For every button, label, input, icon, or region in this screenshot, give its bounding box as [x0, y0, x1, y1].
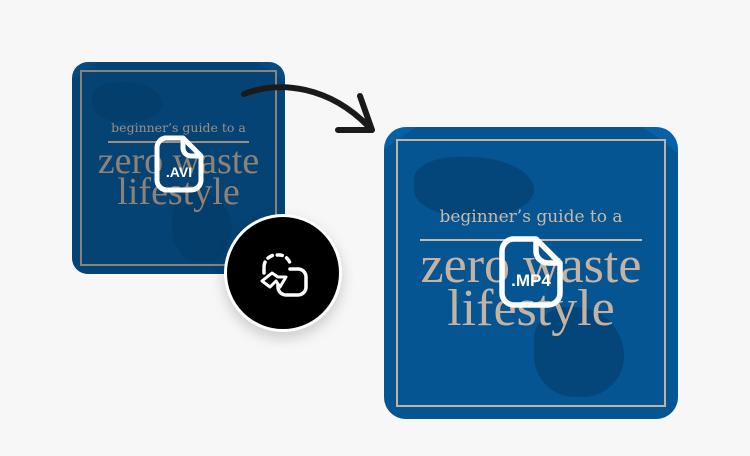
- convert-shape-icon: [260, 253, 308, 297]
- file-icon: .AVI: [153, 134, 205, 194]
- poster-title-line2: lifestyle: [447, 280, 615, 337]
- poster-frame: [396, 139, 666, 407]
- continent-shape: [414, 157, 534, 217]
- source-video-thumbnail: beginner’s guide to a zero waste lifesty…: [72, 62, 285, 274]
- target-video-thumbnail: beginner’s guide to a zero waste lifesty…: [384, 127, 678, 419]
- continent-shape: [534, 307, 624, 397]
- continent-shape: [172, 192, 232, 262]
- poster-frame: [80, 70, 277, 266]
- file-format-label: .AVI: [165, 164, 193, 180]
- file-icon: .MP4: [498, 235, 564, 309]
- poster-subtitle: beginner’s guide to a: [439, 207, 623, 227]
- hand-drawn-arrow-icon: [240, 76, 380, 141]
- poster-subtitle: beginner’s guide to a: [111, 120, 246, 135]
- poster-title-line1: zero waste: [97, 140, 260, 182]
- poster-title-line1: zero waste: [420, 237, 642, 294]
- file-format-label: .MP4: [511, 271, 551, 290]
- convert-button[interactable]: [224, 214, 342, 332]
- poster-rule: [108, 141, 249, 143]
- continent-shape: [92, 82, 162, 122]
